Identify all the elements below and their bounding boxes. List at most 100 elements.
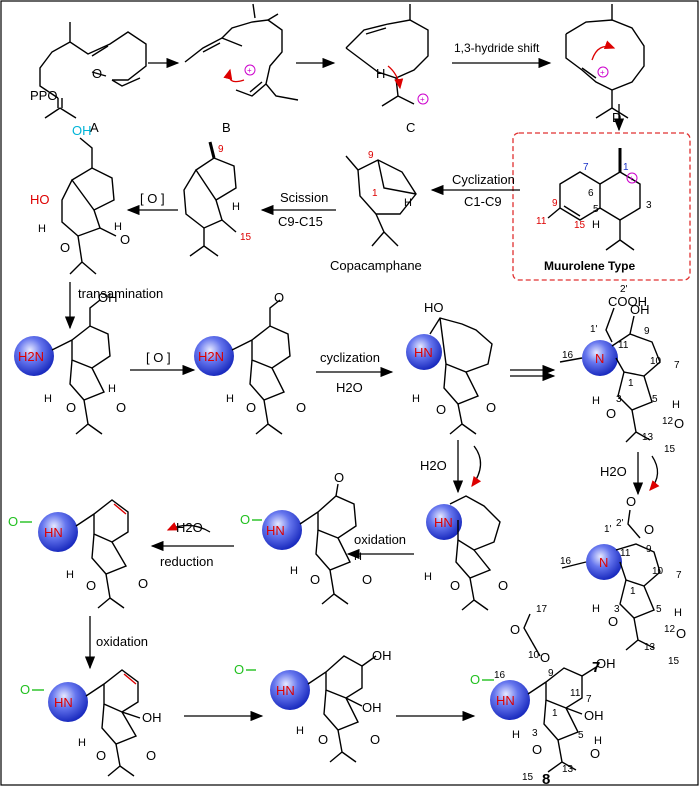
o-ring2: O — [66, 400, 76, 415]
sphere-5 — [426, 504, 462, 540]
oh-label-9: OH — [142, 710, 162, 725]
o-lactone-carbonyl: O — [626, 494, 636, 509]
n-formyl-alkene: O HN H O O — [8, 499, 148, 609]
svg-text:15: 15 — [574, 220, 586, 231]
svg-text:9: 9 — [552, 198, 558, 209]
sphere-10 — [270, 670, 310, 710]
svg-text:1: 1 — [552, 708, 558, 719]
svg-text:10: 10 — [652, 566, 664, 577]
compound-8-label: 8 — [542, 771, 550, 786]
hydroxy-lactone: OH HO H O O H — [30, 123, 130, 275]
o-ring-8: O — [532, 742, 542, 757]
svg-text:11: 11 — [570, 688, 581, 699]
hn-label-9: HN — [54, 695, 73, 710]
water-loss-arrow-right — [649, 455, 660, 491]
num-2p: 2' — [620, 284, 628, 295]
n-label-4: N — [595, 351, 604, 366]
svg-text:H: H — [232, 201, 240, 213]
h2o-down2-label: H2O — [600, 464, 627, 479]
n-label-7: N — [599, 555, 608, 570]
copacamphane-structure: 9 1 H Copacamphane — [330, 150, 422, 273]
svg-text:9: 9 — [368, 150, 374, 161]
c9c15-label: C9-C15 — [278, 214, 323, 229]
svg-text:3: 3 — [614, 604, 620, 615]
o-ring9: O — [96, 748, 106, 763]
svg-text:10: 10 — [528, 650, 540, 661]
h2o-down1-label: H2O — [420, 458, 447, 473]
n-formyl-allylic-alcohol: O HN OH H O O — [20, 669, 162, 777]
o-carbonyl9: O — [146, 748, 156, 763]
label-c: C — [406, 120, 415, 135]
svg-text:H: H — [412, 393, 420, 405]
sphere-9 — [48, 682, 88, 722]
oh-label-10b: OH — [362, 700, 382, 715]
svg-text:5: 5 — [656, 604, 662, 615]
svg-text:H: H — [674, 607, 682, 619]
h2o-mid-label: H2O — [336, 380, 363, 395]
svg-text:H: H — [296, 725, 304, 737]
svg-text:13: 13 — [642, 432, 654, 443]
o-ring8: O — [86, 578, 96, 593]
hn-label-3: HN — [414, 345, 433, 360]
transamination-label: transamination — [78, 286, 163, 301]
ppo-label: PPO — [30, 88, 57, 103]
n-formyl-ketone: O HN O H O O H — [240, 470, 372, 605]
svg-text:5: 5 — [578, 730, 584, 741]
sphere-8 — [38, 512, 78, 552]
svg-text:3: 3 — [532, 728, 538, 739]
svg-text:12: 12 — [662, 416, 674, 427]
label-d: D — [612, 110, 621, 125]
cooh-label: COOH — [608, 294, 647, 309]
svg-text:H: H — [512, 729, 520, 741]
amino-aldehyde: H2N O H O O — [194, 290, 306, 435]
o-formyl-2: O — [8, 514, 18, 529]
svg-text:10: 10 — [650, 356, 662, 367]
o-aldehyde: O — [274, 290, 284, 305]
oxidation-mid-label: oxidation — [354, 532, 406, 547]
o-acetyl: O — [540, 650, 550, 665]
o-carbonyl3: O — [296, 400, 306, 415]
svg-text:13: 13 — [562, 764, 574, 775]
h2o-left-label: H2O — [176, 520, 203, 535]
carbinolamine: HN HO H O O — [406, 300, 496, 435]
svg-text:H: H — [108, 383, 116, 395]
svg-text:3: 3 — [616, 394, 622, 405]
svg-text:7: 7 — [583, 162, 589, 173]
scission-label: Scission — [280, 190, 328, 205]
svg-text:1: 1 — [372, 188, 378, 199]
reduction-label: reduction — [160, 554, 213, 569]
svg-text:13: 13 — [644, 642, 656, 653]
svg-text:H: H — [592, 395, 600, 407]
num-1p: 1' — [590, 324, 598, 335]
sphere-4 — [582, 340, 618, 376]
oh-label-8a: OH — [596, 656, 616, 671]
ho-label: HO — [30, 192, 50, 207]
sphere-3 — [406, 334, 442, 370]
svg-text:H: H — [592, 603, 600, 615]
sphere-6 — [262, 510, 302, 550]
svg-text:11: 11 — [536, 216, 547, 227]
o-carbonyl1: O — [120, 232, 130, 247]
shift-label: 1,3-hydride shift — [454, 41, 540, 55]
water-arrow-left — [166, 522, 211, 533]
oh-label-8b: OH — [584, 708, 604, 723]
svg-text:H: H — [38, 223, 46, 235]
compound-d: + D — [565, 4, 645, 125]
o-formyl-3: O — [20, 682, 30, 697]
o-ring-7: O — [608, 614, 618, 629]
cyclization-label: Cyclization — [452, 172, 515, 187]
svg-text:15: 15 — [240, 232, 252, 243]
o-formyl-1: O — [240, 512, 250, 527]
svg-text:+: + — [247, 66, 252, 75]
svg-text:6: 6 — [588, 188, 594, 199]
svg-text:1: 1 — [628, 378, 634, 389]
hn-label-5: HN — [434, 515, 453, 530]
hn-label-6: HN — [266, 523, 285, 538]
svg-text:H: H — [44, 393, 52, 405]
o-carbonyl-8: O — [590, 746, 600, 761]
svg-text:H: H — [78, 737, 86, 749]
hn-label-8: HN — [44, 525, 63, 540]
o-carbonyl7: O — [362, 572, 372, 587]
